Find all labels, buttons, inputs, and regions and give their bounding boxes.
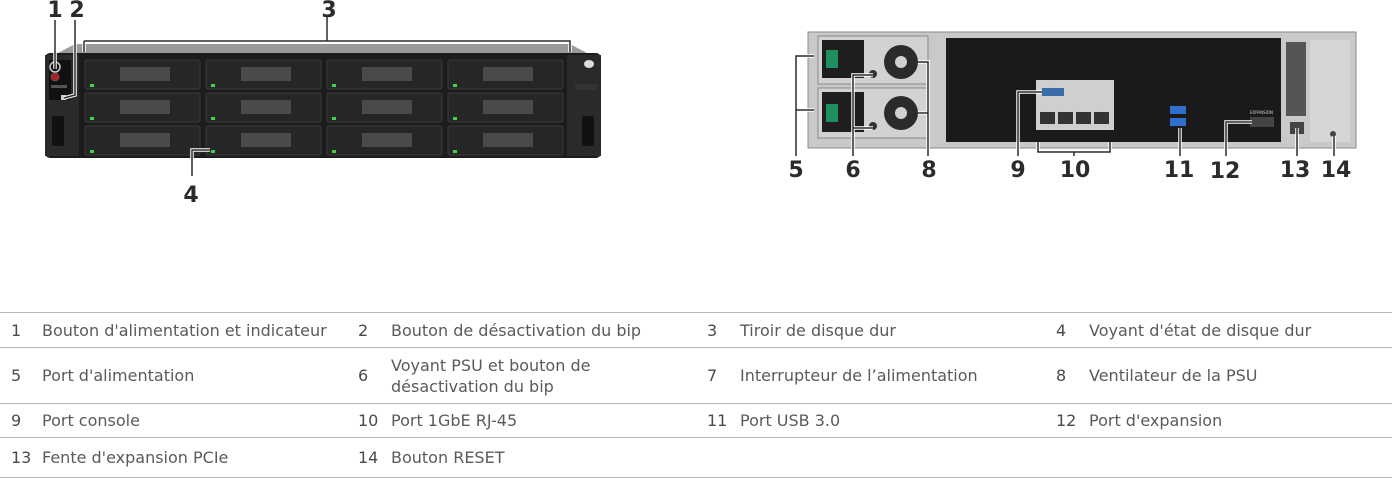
- svg-text:LAN 1: LAN 1: [1040, 105, 1052, 110]
- legend-num: 4: [1045, 312, 1089, 348]
- rj45-ports[interactable]: [1040, 112, 1109, 124]
- legend-label: Bouton de désactivation du bip: [391, 312, 696, 348]
- leader-lines-inner: [54, 16, 1335, 176]
- svg-text:COM: COM: [1045, 81, 1055, 86]
- front-view: [45, 44, 601, 158]
- legend-label: Ventilateur de la PSU: [1089, 347, 1392, 404]
- legend-label: Port d'alimentation: [42, 347, 347, 404]
- nas-device-diagram: COM LAN 1 LAN 2 LAN 3 LAN 4 EXPANSION: [45, 0, 1357, 208]
- callout-2: 2: [69, 0, 84, 23]
- legend-label: Interrupteur de l’alimentation: [740, 347, 1045, 404]
- legend-label: Port d'expansion: [1089, 403, 1392, 438]
- svg-text:LAN 2: LAN 2: [1058, 105, 1070, 110]
- legend-num: [1045, 437, 1089, 478]
- callout-13: 13: [1280, 158, 1311, 183]
- expansion-port[interactable]: [1250, 117, 1274, 127]
- beep-off-button[interactable]: [61, 95, 66, 100]
- callout-14: 14: [1321, 158, 1352, 183]
- legend-label: Voyant PSU et bouton de désactivation du…: [391, 347, 696, 404]
- svg-text:EXPANSION: EXPANSION: [1250, 110, 1273, 115]
- legend-num: 14: [347, 437, 391, 478]
- legend-label: [740, 437, 1045, 478]
- callout-12: 12: [1210, 159, 1241, 184]
- callout-3: 3: [321, 0, 336, 23]
- psu-1: [817, 35, 929, 85]
- legend-label: Port USB 3.0: [740, 403, 1045, 438]
- usb-port[interactable]: [1170, 106, 1186, 114]
- usb-port[interactable]: [1170, 118, 1186, 126]
- callout-11: 11: [1164, 158, 1195, 183]
- legend-num: 6: [347, 347, 391, 404]
- legend-num: 12: [1045, 403, 1089, 438]
- console-port[interactable]: [1042, 88, 1064, 96]
- legend-num: [696, 437, 740, 478]
- callout-4: 4: [183, 183, 198, 208]
- psu-2: [817, 87, 929, 139]
- rear-view: COM LAN 1 LAN 2 LAN 3 LAN 4 EXPANSION: [807, 31, 1357, 149]
- drive-bays: [84, 59, 564, 156]
- svg-text:LAN 3: LAN 3: [1076, 105, 1088, 110]
- legend-num: 5: [0, 347, 42, 404]
- legend-label: Bouton d'alimentation et indicateur: [42, 312, 347, 348]
- legend-num: 13: [0, 437, 42, 478]
- legend-num: 1: [0, 312, 42, 348]
- legend-row: 9 Port console 10 Port 1GbE RJ-45 11 Por…: [0, 403, 1392, 438]
- callout-9: 9: [1010, 158, 1025, 183]
- legend-num: 8: [1045, 347, 1089, 404]
- callout-8: 8: [921, 158, 936, 183]
- legend-num: 2: [347, 312, 391, 348]
- reset-button[interactable]: [1330, 131, 1336, 137]
- legend-num: 7: [696, 347, 740, 404]
- legend-table: 1 Bouton d'alimentation et indicateur 2 …: [0, 312, 1392, 478]
- legend-label: Tiroir de disque dur: [740, 312, 1045, 348]
- legend-num: 10: [347, 403, 391, 438]
- legend-num: 11: [696, 403, 740, 438]
- callout-1: 1: [47, 0, 62, 23]
- legend-label: [1089, 437, 1392, 478]
- callout-10: 10: [1060, 158, 1091, 183]
- legend-row: 1 Bouton d'alimentation et indicateur 2 …: [0, 312, 1392, 348]
- legend-num: 9: [0, 403, 42, 438]
- legend-label: Port 1GbE RJ-45: [391, 403, 696, 438]
- legend-label: Bouton RESET: [391, 437, 696, 478]
- legend-row: 13 Fente d'expansion PCIe 14 Bouton RESE…: [0, 437, 1392, 478]
- legend-num: 3: [696, 312, 740, 348]
- legend-label: Port console: [42, 403, 347, 438]
- legend-label: Fente d'expansion PCIe: [42, 437, 347, 478]
- callout-numbers: 1 2 3 4 5 6 8 9 10 11 12 13 14: [47, 0, 1351, 208]
- svg-text:LAN 4: LAN 4: [1094, 105, 1106, 110]
- legend-row: 5 Port d'alimentation 6 Voyant PSU et bo…: [0, 347, 1392, 404]
- callout-6: 6: [845, 158, 860, 183]
- callout-5: 5: [788, 158, 803, 183]
- legend-label: Voyant d'état de disque dur: [1089, 312, 1392, 348]
